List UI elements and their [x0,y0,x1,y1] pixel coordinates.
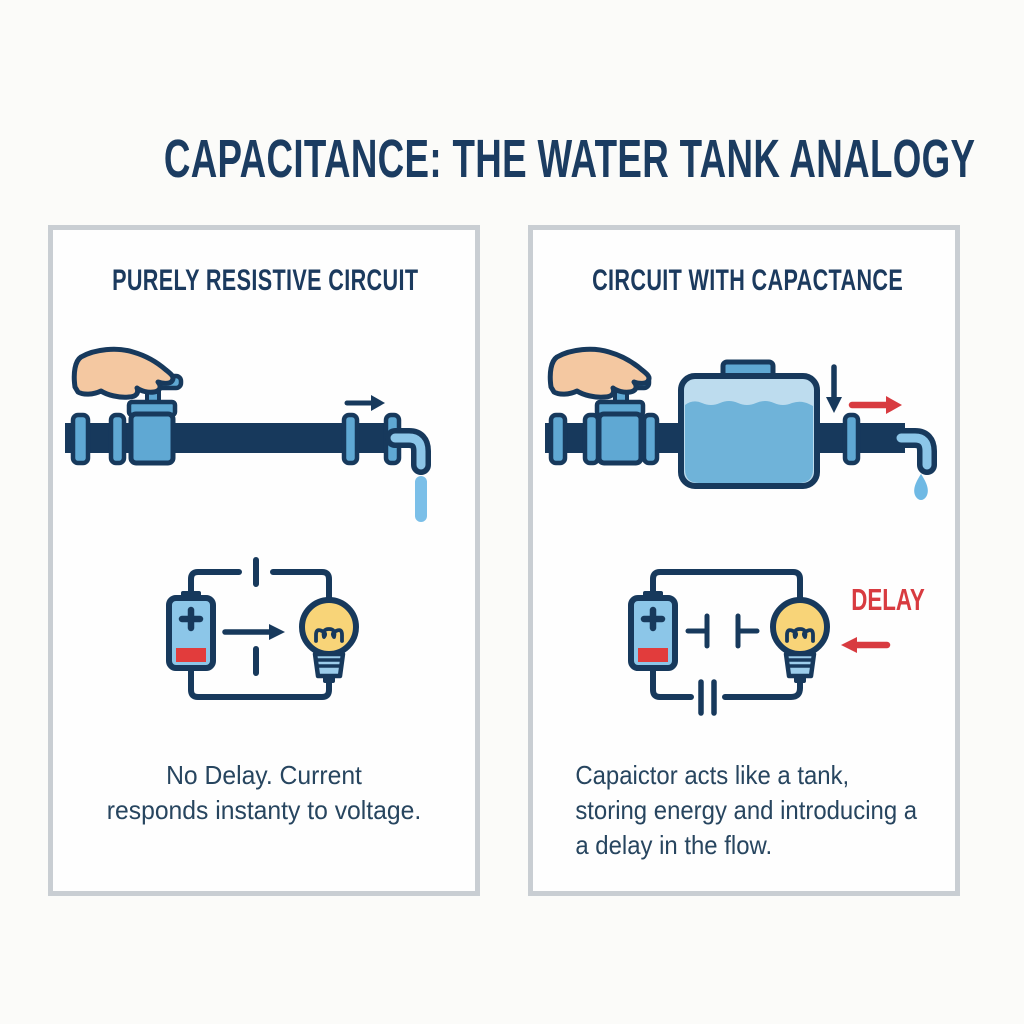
delay-label: DELAY [851,582,925,617]
panel-resistive-circuit: PURELY RESISTIVE CIRCUIT [48,225,480,896]
caption-line: a delay in the flow. [575,829,773,860]
panel-header: CIRCUIT WITH CAPACTANCE [592,264,904,297]
lightbulb-icon [770,597,830,683]
lightbulb-icon [299,597,359,683]
hand-valve-icon [547,346,652,466]
resistive-circuit-diagram [166,557,359,700]
spout-icon [891,428,937,475]
water-tank-icon [678,359,820,489]
capacitive-circuit-diagram [628,569,891,716]
panel-caption: Capaictor acts like a tank, storing ener… [533,758,921,862]
water-drop-icon [914,474,928,500]
capacitor-icon [685,613,760,649]
flow-arrow-icon [344,395,385,411]
panel-caption: No Delay. Current responds instanty to v… [64,758,465,828]
pipe-icon [65,412,402,466]
caption-line: Capaictor acts like a tank, [575,760,850,790]
water-tank-illustration [545,346,937,500]
caption-line: storing energy and introducing a [575,794,918,825]
circuit-wire [188,557,332,700]
panel-capacitance-circuit: CIRCUIT WITH CAPACTANCE [528,225,960,896]
water-stream-icon [415,476,427,522]
capacitor-icon [698,679,717,716]
delay-arrow-icon [841,637,891,653]
caption-line: responds instanty to voltage. [106,794,422,825]
panel-header: PURELY RESISTIVE CIRCUIT [112,264,419,297]
water-flow-illustration [65,346,431,522]
current-arrow-icon [222,624,285,640]
hand-valve-icon [71,346,184,466]
battery-icon [628,591,678,671]
battery-icon [166,591,216,671]
caption-line: No Delay. Current [166,760,362,790]
circuit-wire [650,569,803,700]
red-flow-arrow-icon [848,396,902,414]
spout-icon [385,428,431,475]
down-arrow-icon [826,364,842,413]
page-title: CAPACITANCE: THE WATER TANK ANALOGY [163,129,976,189]
